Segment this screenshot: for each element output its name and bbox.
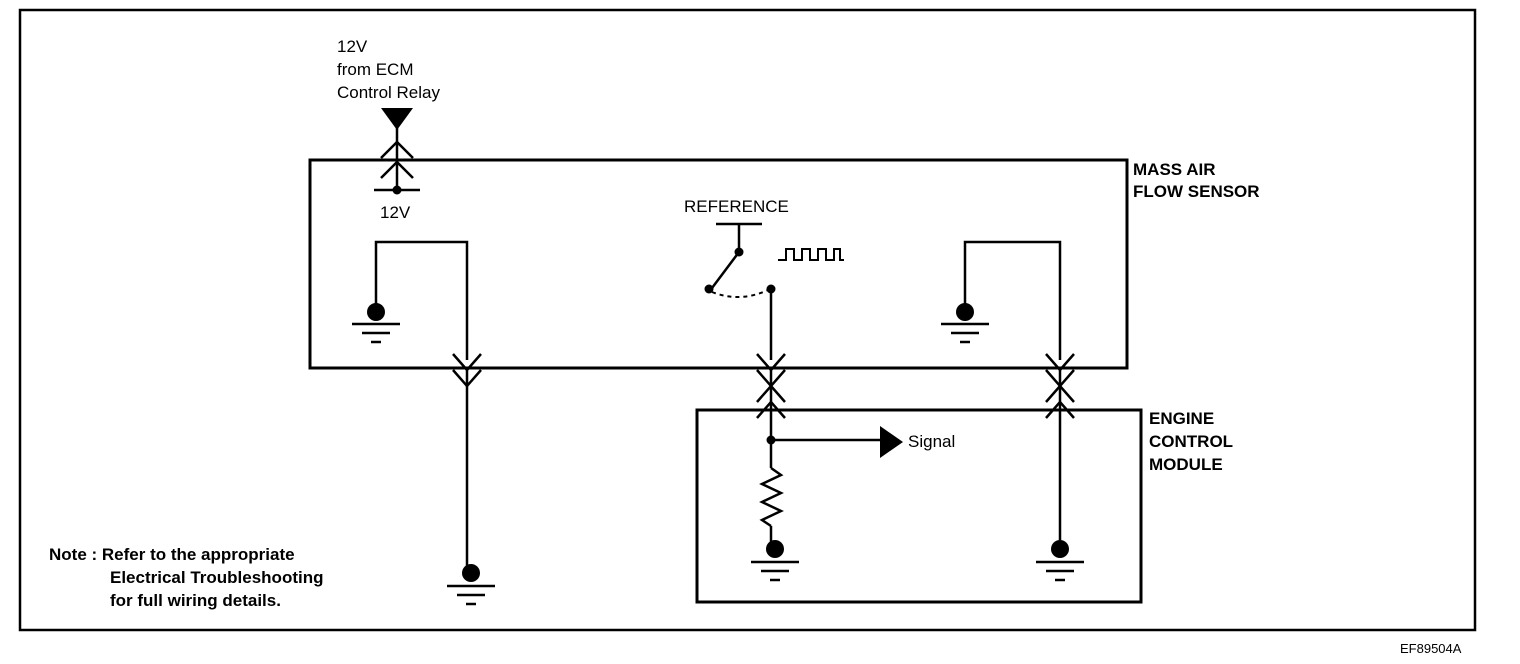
- maf-label-line2: FLOW SENSOR: [1133, 182, 1260, 201]
- ecm-label-line3: MODULE: [1149, 455, 1223, 474]
- maf-right-loop-wire: [963, 240, 1062, 360]
- supply-node: [392, 185, 402, 195]
- note-line1: Note : Refer to the appropriate: [49, 545, 295, 564]
- maf-right-ground-icon: [941, 322, 989, 344]
- signal-arrow-icon: [880, 426, 903, 458]
- supply-connector-lower-icon: [380, 160, 414, 179]
- ecm-right-ground-node: [1051, 540, 1069, 558]
- ecm-right-connector-lower-icon: [1045, 400, 1075, 419]
- signal-label: Signal: [908, 432, 955, 451]
- ecm-middle-connector-lower-icon: [756, 400, 786, 419]
- maf-internal-voltage: 12V: [380, 203, 411, 222]
- maf-left-loop-wire: [374, 240, 469, 360]
- resistor-icon: [759, 466, 784, 528]
- maf-right-ground-node: [956, 303, 974, 321]
- pulse-waveform-icon: [778, 248, 844, 261]
- supply-connector-icon: [380, 140, 414, 159]
- ecm-left-ground-icon: [751, 560, 799, 582]
- ecm-box: [695, 408, 1143, 604]
- maf-left-ground-node: [367, 303, 385, 321]
- supply-arrow-icon: [381, 108, 413, 130]
- supply-label-line3: Control Relay: [337, 83, 440, 102]
- ecm-label-line1: ENGINE: [1149, 409, 1214, 428]
- external-ground-icon: [447, 584, 495, 606]
- note-line2: Electrical Troubleshooting: [110, 568, 323, 587]
- ecm-right-ground-icon: [1036, 560, 1084, 582]
- ecm-middle-connector-icon: [756, 384, 786, 403]
- maf-sensor-box: [308, 158, 1129, 370]
- ecm-right-connector-icon: [1045, 384, 1075, 403]
- note-line3: for full wiring details.: [110, 591, 281, 610]
- switch-arm: [711, 251, 740, 289]
- maf-left-ground-icon: [352, 322, 400, 344]
- supply-label-line2: from ECM: [337, 60, 414, 79]
- switch-contact-left: [704, 284, 714, 294]
- reference-label: REFERENCE: [684, 197, 789, 216]
- figure-code: EF89504A: [1400, 641, 1462, 656]
- external-ground-node: [462, 564, 480, 582]
- switch-dashed-path: [711, 289, 769, 298]
- maf-label-line1: MASS AIR: [1133, 160, 1216, 179]
- ecm-left-ground-node: [766, 540, 784, 558]
- ecm-label-line2: CONTROL: [1149, 432, 1233, 451]
- supply-label-line1: 12V: [337, 37, 368, 56]
- diagram-frame: [18, 8, 1477, 632]
